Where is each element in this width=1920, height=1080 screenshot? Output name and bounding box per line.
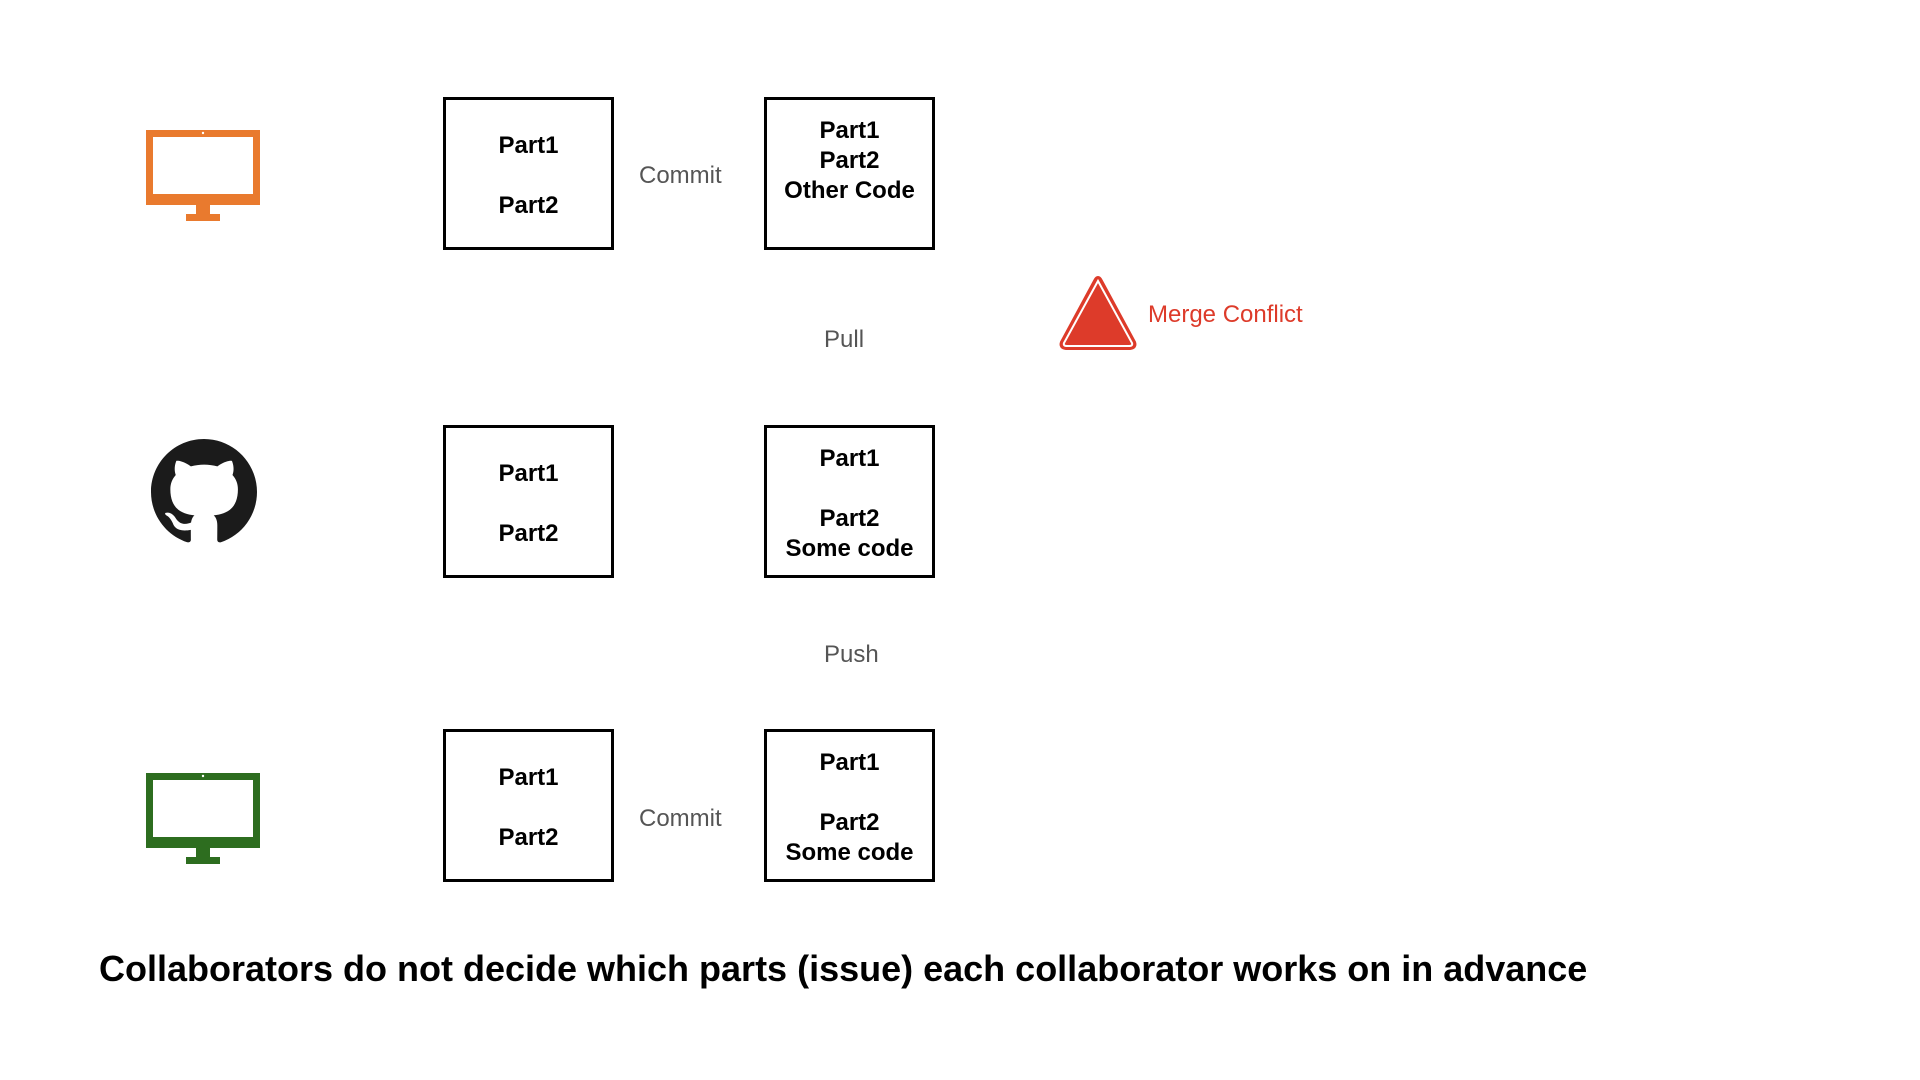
warning-triangle-icon [1059,275,1137,350]
desktop-computer-icon [146,130,260,221]
box-line: Some code [785,535,914,562]
box-line: Part1 [819,117,880,144]
box-line: Part2 [498,520,559,547]
merge-conflict-label: Merge Conflict [1148,301,1303,328]
box-line: Part1 [819,749,880,776]
box-line: Part1 [498,460,559,487]
box-line: Some code [785,839,914,866]
box-line: Part1 [498,764,559,791]
box-line: Part2 [819,147,880,174]
github-octocat-icon [151,439,257,543]
box-line: Part2 [819,809,880,836]
middle-right-box: Part1 Part2 Some code [764,425,935,578]
bottom-left-box: Part1 Part2 [443,729,614,882]
box-line: Part2 [498,192,559,219]
desktop-computer-icon [146,773,260,864]
push-label: Push [824,641,879,668]
box-line: Part1 [498,132,559,159]
box-line: Part2 [498,824,559,851]
caption-text: Collaborators do not decide which parts … [99,948,1588,989]
box-line: Part2 [819,505,880,532]
top-left-box: Part1 Part2 [443,97,614,250]
middle-left-box: Part1 Part2 [443,425,614,578]
pull-label: Pull [824,326,865,353]
top-right-box: Part1 Part2 Other Code [764,97,935,250]
box-line: Other Code [784,177,915,204]
bottom-right-box: Part1 Part2 Some code [764,729,935,882]
commit-label: Commit [639,805,722,832]
box-line: Part1 [819,445,880,472]
commit-label: Commit [639,162,722,189]
